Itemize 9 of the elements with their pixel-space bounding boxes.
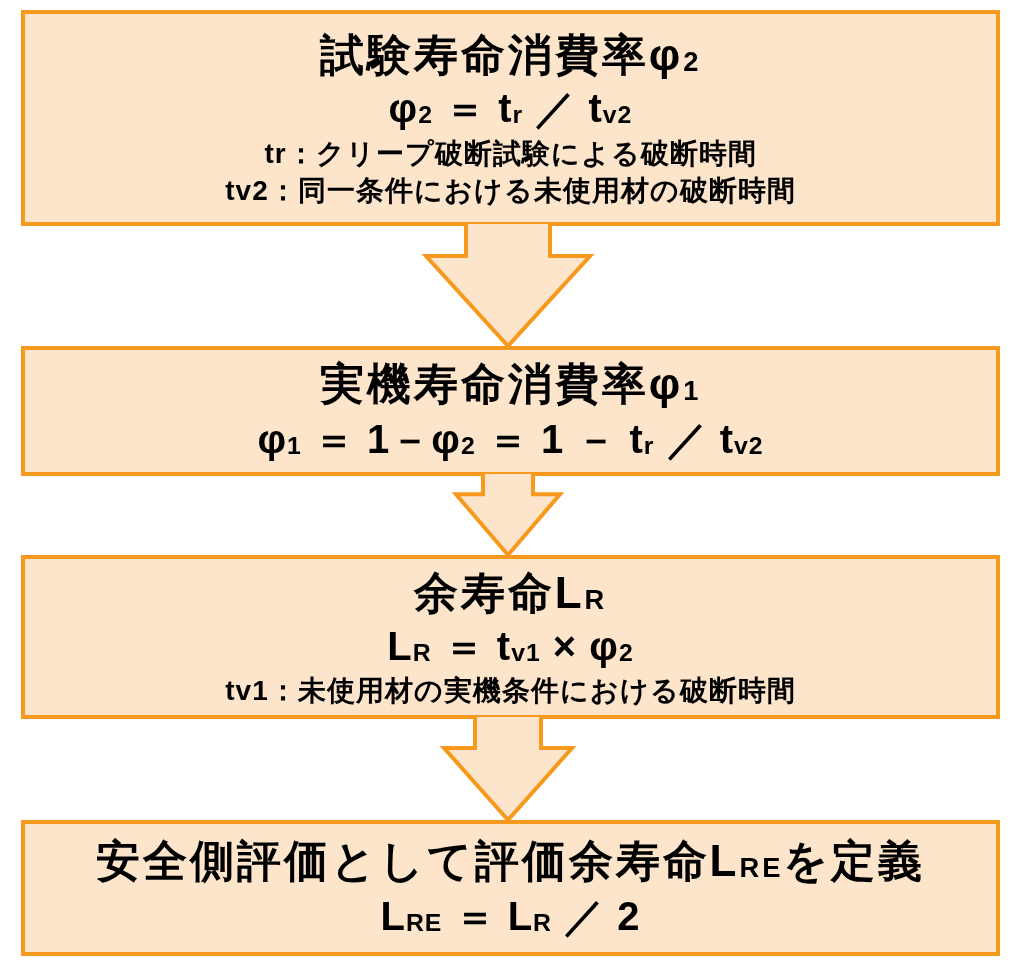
block-arrow: [439, 715, 577, 823]
process-box: [21, 820, 1000, 956]
note-text: tv2：同一条件における未使用材の破断時間: [225, 173, 796, 207]
process-box: [21, 346, 1000, 476]
note-text: tv1：未使用材の実機条件における破断時間: [225, 674, 796, 708]
process-box: [21, 555, 1000, 719]
block-arrow: [421, 222, 595, 349]
note-text: tr：クリープ破断試験による破断時間: [264, 136, 757, 170]
process-box: [21, 10, 1000, 226]
